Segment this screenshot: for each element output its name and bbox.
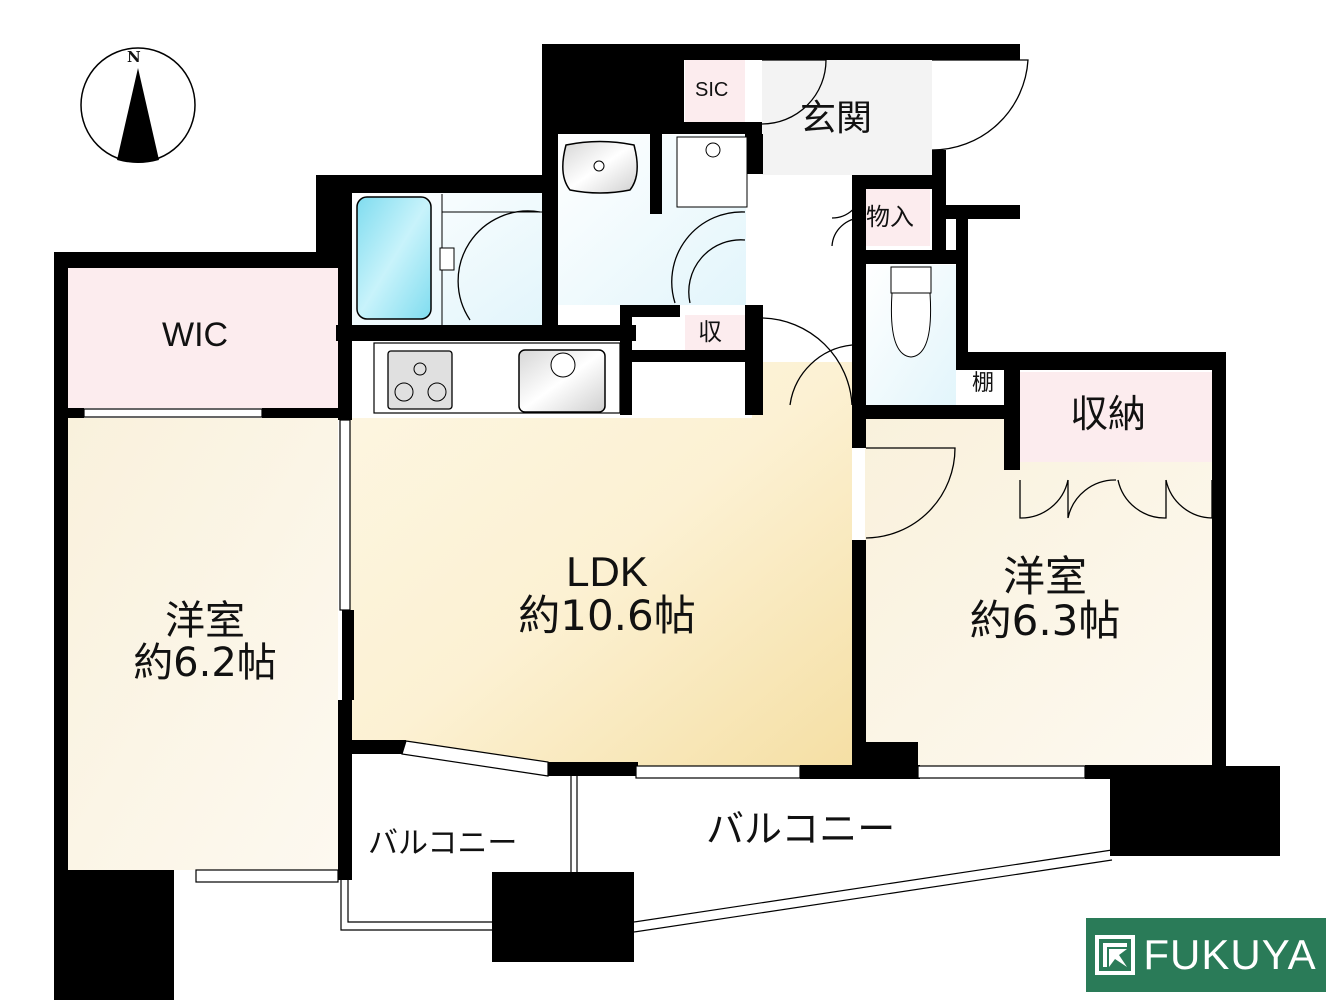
room-label-wic: WIC	[162, 316, 229, 354]
window-ldk	[635, 765, 801, 779]
wic-sliding-door	[83, 408, 263, 418]
walls	[54, 44, 1280, 1000]
washbasin-icon	[562, 140, 638, 194]
room-label-balcony-large: バルコニー	[706, 807, 896, 851]
ldk-name: LDK	[566, 548, 648, 595]
room-label-shuno: 収納	[1070, 392, 1147, 436]
fukuya-logo-icon	[1095, 935, 1136, 975]
sliding-partition	[339, 419, 351, 611]
western-right-name: 洋室	[1002, 552, 1087, 601]
windows	[83, 408, 1086, 883]
doors	[457, 59, 1213, 539]
sic-floor	[685, 60, 745, 122]
compass-north-label: N	[127, 48, 141, 66]
bathtub	[356, 194, 545, 325]
window-left	[195, 869, 339, 883]
room-label-monoire: 物入	[866, 203, 914, 231]
western-right-floor	[865, 418, 1215, 768]
room-label-western-left: 洋室 約6.2帖	[110, 600, 300, 684]
brand-name: FUKUYA	[1143, 931, 1317, 978]
toilet-icon	[890, 266, 932, 358]
shuno-floor	[1018, 372, 1215, 462]
monoire-floor	[866, 188, 930, 246]
western-left-name: 洋室	[165, 598, 245, 644]
north-arrow-icon	[117, 68, 159, 163]
wic-floor	[66, 268, 338, 408]
window-right	[917, 765, 1086, 779]
brand-logo: FUKUYA	[1086, 918, 1326, 992]
room-label-tana: 棚	[972, 371, 995, 396]
room-label-genkan: 玄関	[800, 98, 873, 139]
room-label-balcony-small: バルコニー	[368, 826, 518, 861]
compass	[80, 47, 196, 163]
room-label-ldk: LDK 約10.6帖	[492, 548, 722, 641]
room-label-shu: 収	[698, 318, 722, 346]
western-left-floor	[66, 418, 338, 870]
ldk-size: 約10.6帖	[518, 591, 696, 641]
drain-icon	[705, 142, 721, 158]
ldk-floor	[350, 362, 852, 770]
room-label-sic: SIC	[695, 79, 729, 101]
western-right-size: 約6.3帖	[969, 596, 1121, 646]
stove-icon	[387, 350, 453, 410]
western-left-size: 約6.2帖	[133, 640, 277, 686]
balcony-rails	[340, 776, 1113, 933]
window-ldk-angled	[401, 740, 549, 777]
room-label-western-right: 洋室 約6.3帖	[945, 552, 1145, 646]
sink-icon	[518, 349, 606, 413]
shu-floor	[685, 315, 745, 353]
kitchen-counter	[373, 342, 621, 414]
